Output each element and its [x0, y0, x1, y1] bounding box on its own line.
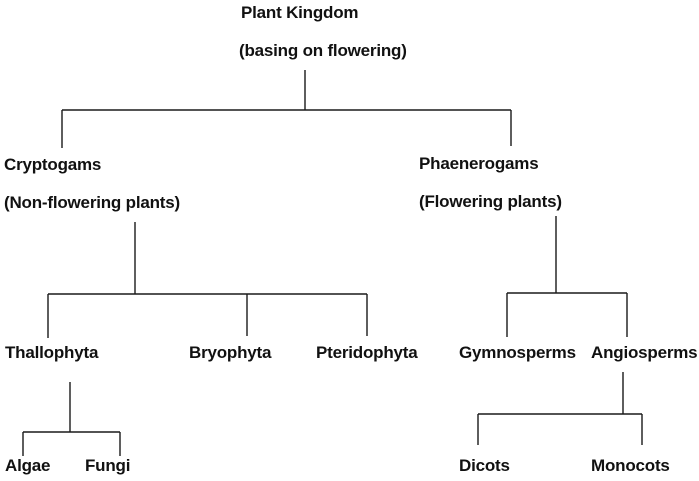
- node-bryophyta: Bryophyta: [189, 343, 272, 362]
- node-pteridophyta: Pteridophyta: [316, 343, 418, 362]
- node-plant-kingdom: Plant Kingdom: [241, 3, 359, 22]
- node-phaenerogams: Phaenerogams: [419, 154, 539, 173]
- node-algae: Algae: [5, 456, 51, 475]
- node-angiosperms: Angiosperms: [591, 343, 698, 362]
- node-gymnosperms: Gymnosperms: [459, 343, 576, 362]
- node-cryptogams: Cryptogams: [4, 155, 102, 174]
- node-thallophyta: Thallophyta: [5, 343, 99, 362]
- node-monocots: Monocots: [591, 456, 670, 475]
- node-cryptogams-subtitle: (Non-flowering plants): [4, 193, 180, 212]
- node-phaenerogams-subtitle: (Flowering plants): [419, 192, 562, 211]
- node-fungi: Fungi: [85, 456, 131, 475]
- node-dicots: Dicots: [459, 456, 510, 475]
- node-plant-kingdom-subtitle: (basing on flowering): [239, 41, 407, 60]
